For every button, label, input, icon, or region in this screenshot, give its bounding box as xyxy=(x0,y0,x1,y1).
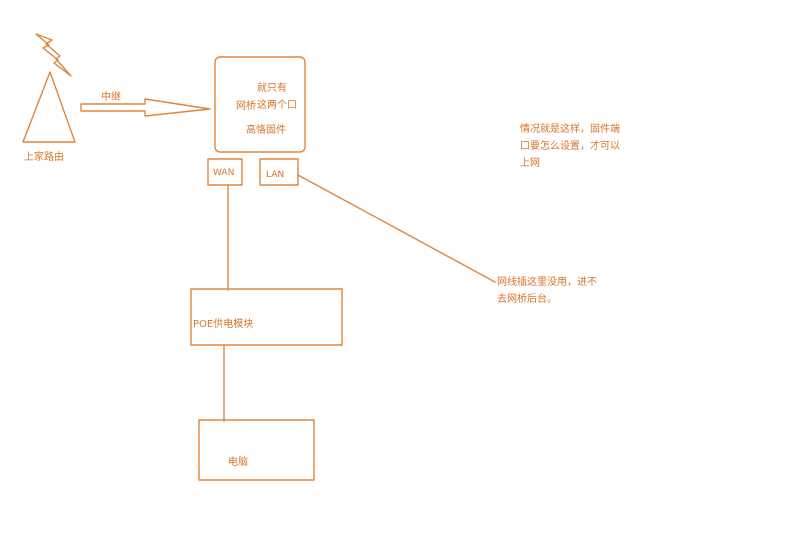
poe-module-box xyxy=(190,288,343,346)
triangle-router-icon xyxy=(22,71,76,143)
relay-arrow xyxy=(80,98,211,117)
wan-port-label: WAN xyxy=(213,168,235,178)
bridge-firmware-label: 高恪固件 xyxy=(246,125,286,136)
relay-label: 中继 xyxy=(101,92,121,103)
poe-module-label: POE供电模块 xyxy=(193,319,254,330)
upstream-router-label: 上家路由 xyxy=(24,152,64,163)
situation-note: 情况就是这样，固件端口要怎么设置，才可以上网 xyxy=(520,124,620,169)
pc-box xyxy=(198,419,315,481)
bridge-side-label: 网桥 xyxy=(236,101,256,112)
lightning-bolt-icon xyxy=(35,33,72,77)
lan-cable-note: 网线插这里没用，进不去网桥后台。 xyxy=(497,277,597,305)
bridge-only-label: 就只有 xyxy=(257,83,287,94)
bridge-box xyxy=(214,56,306,153)
bridge-port-label: 这两个口 xyxy=(257,100,297,111)
lan-port-label: LAN xyxy=(266,170,285,180)
lan-port-box xyxy=(259,158,299,186)
wan-port-box xyxy=(207,158,243,186)
pc-label: 电脑 xyxy=(228,457,248,468)
lan-to-note-line xyxy=(297,174,496,283)
